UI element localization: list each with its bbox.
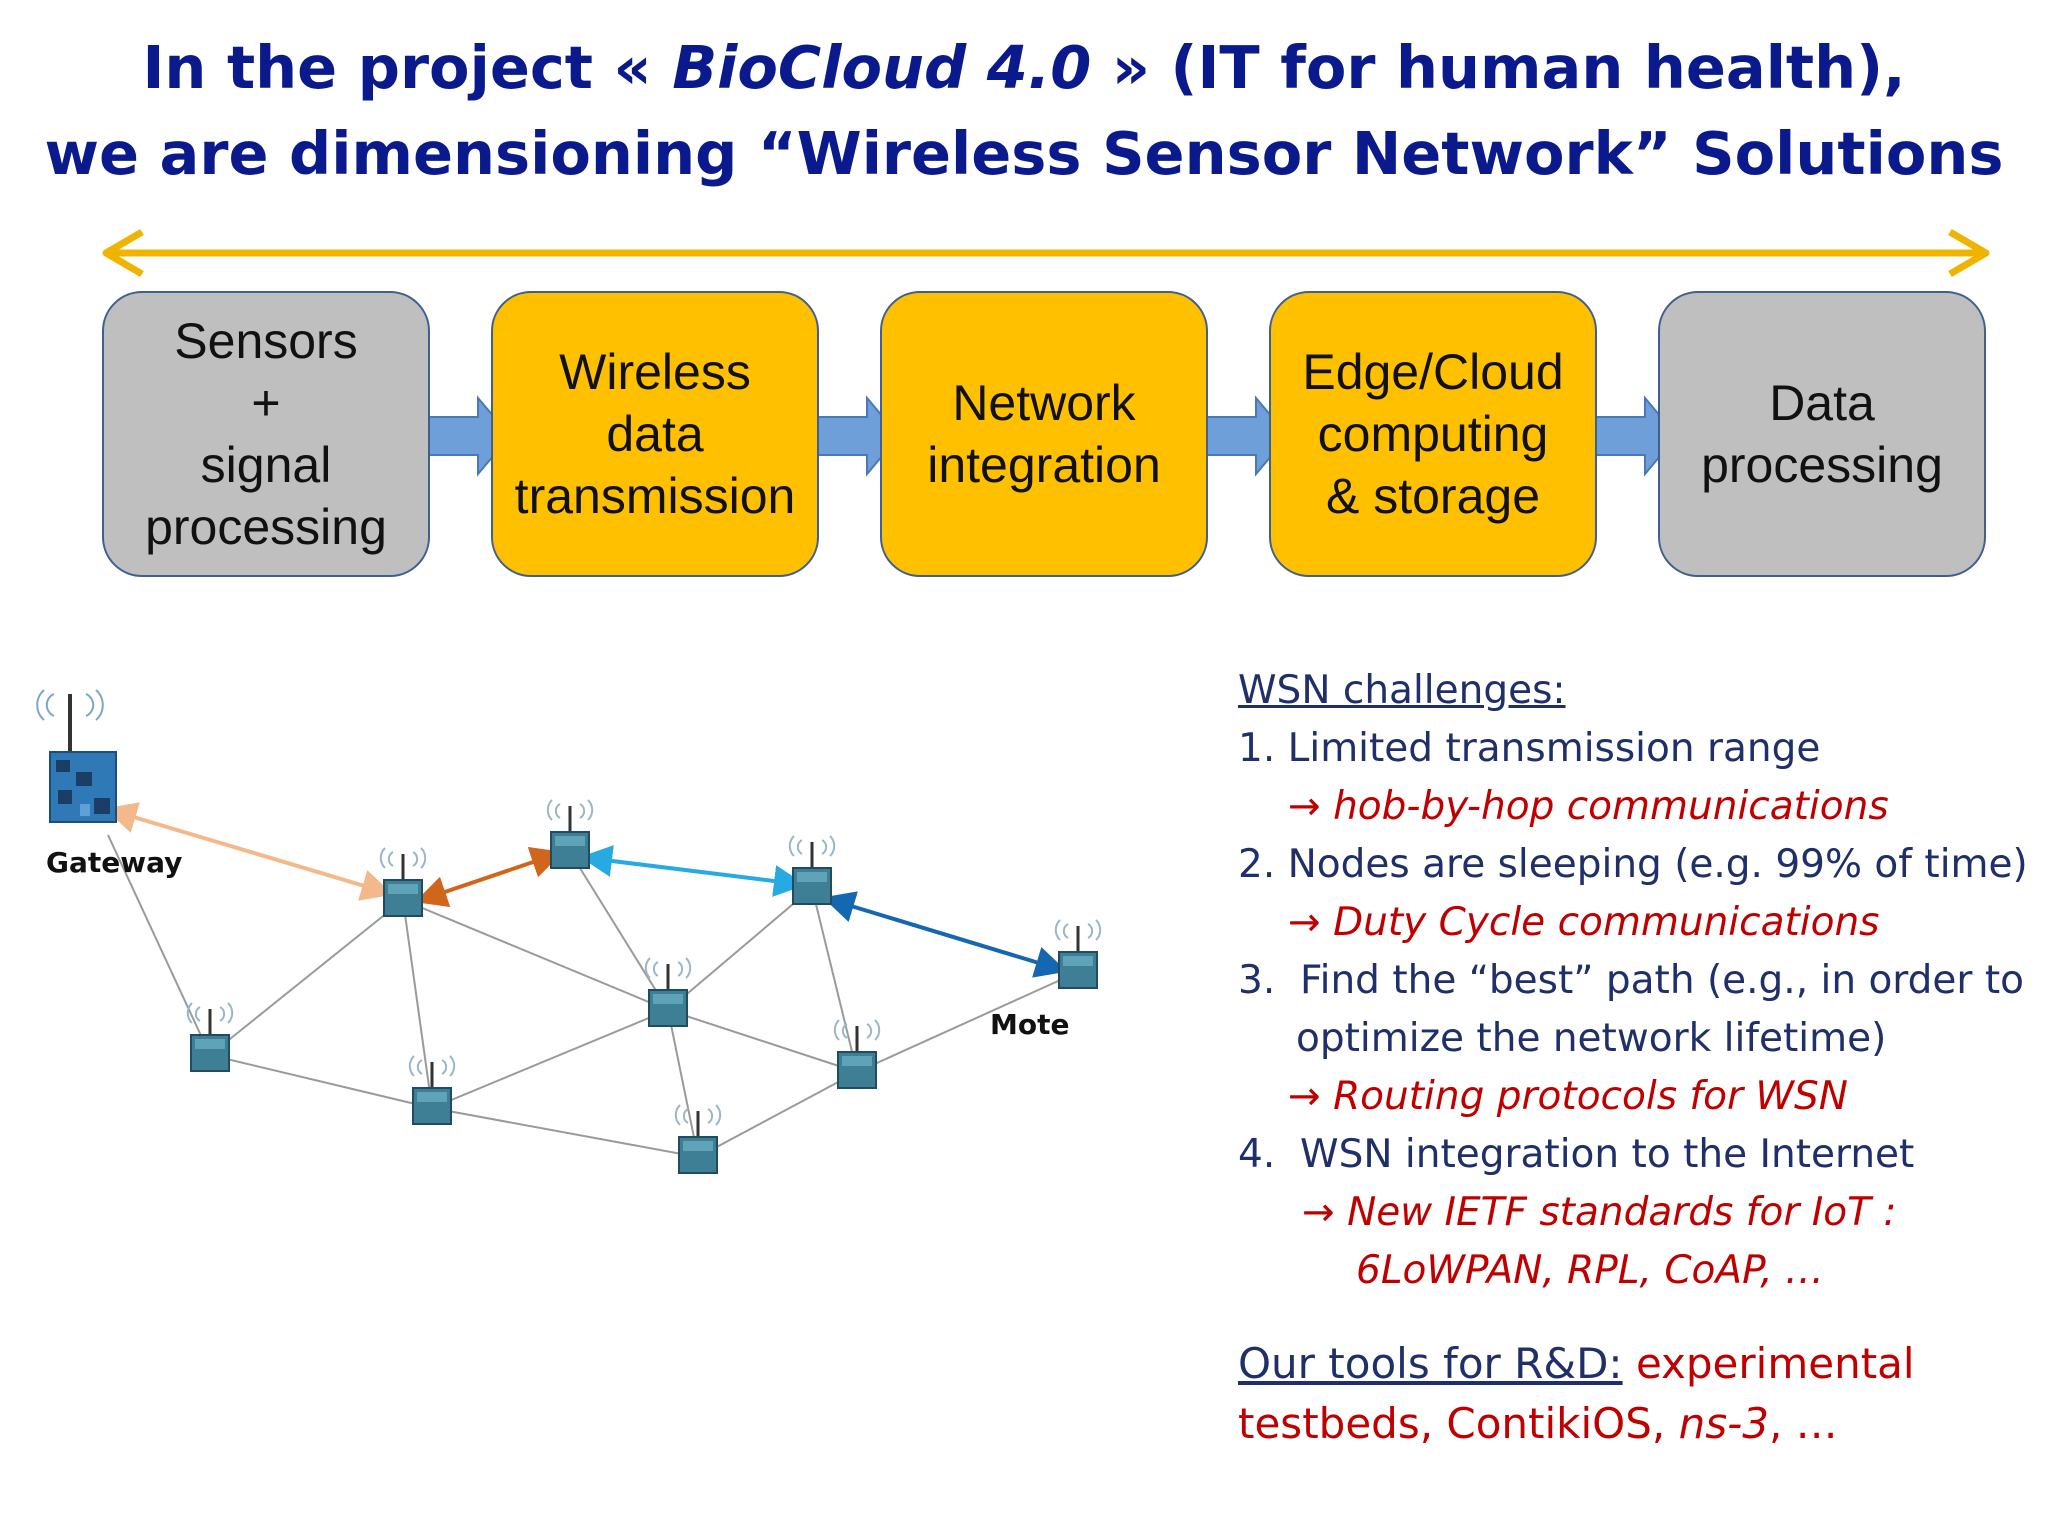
challenge-number: 4. [1238,1132,1276,1177]
title-text-post: » (IT for human health), [1091,33,1906,102]
stage-line: + [251,375,281,431]
link-dark-blue [822,891,1068,978]
sensor-node-icon [788,835,836,905]
stage-line: Wireless [559,344,751,400]
sensor-nodes [186,799,1102,1174]
right-arrow-icon: → [1302,1190,1348,1235]
slide-title-line-2: we are dimensioning “Wireless Sensor Net… [44,119,2004,188]
challenge-3-cont: optimize the network lifetime) [1296,1016,1887,1061]
challenge-text: Limited transmission range [1287,726,1821,771]
stage-network-integration: Network integration [880,291,1208,577]
gateway-icon [36,689,117,823]
slide-title-line-1: In the project « BioCloud 4.0 » (IT for … [0,28,2048,108]
sensor-node-icon [833,1019,881,1089]
sensor-node-icon [379,847,427,917]
stage-wireless-transmission: Wireless data transmission [491,291,819,577]
note-text: Routing protocols for WSN [1333,1074,1848,1119]
challenge-text: Find the “best” path (e.g., in order to [1300,958,2024,1003]
stage-line: computing [1317,406,1549,462]
challenge-number: 2. [1238,842,1276,887]
right-arrow-icon: → [1288,784,1334,829]
stage-line: data [606,406,704,462]
link-gateway-node [104,802,394,901]
stage-data-processing: Data processing [1658,291,1986,577]
tools-text: testbeds, ContikiOS, [1238,1399,1679,1448]
challenge-2-note: → Duty Cycle communications [1238,894,2038,952]
tools-ns3: ns-3 [1678,1399,1769,1448]
stage-line: Edge/Cloud [1302,344,1564,400]
link-light-blue [580,845,806,897]
tools-text: , … [1768,1399,1838,1448]
challenge-1: 1. Limited transmission range [1238,720,2038,778]
tools-line-1: Our tools for R&D: experimental [1238,1334,2038,1394]
mote-label: Mote [990,1008,1069,1041]
note-text: Duty Cycle communications [1333,900,1880,945]
stage-line: processing [145,499,387,555]
sensor-node-icon [674,1104,722,1174]
link-orange [414,846,564,908]
challenge-4: 4. WSN integration to the Internet [1238,1126,2038,1184]
tools-section: Our tools for R&D: experimental testbeds… [1238,1334,2038,1454]
tools-line-2: testbeds, ContikiOS, ns-3, … [1238,1394,2038,1454]
stage-line: Network [952,375,1136,431]
challenge-text: WSN integration to the Internet [1300,1132,1915,1177]
sensor-node-icon [186,1002,234,1072]
stage-line: signal [200,437,332,493]
challenge-4-note: → New IETF standards for IoT : [1238,1184,2038,1242]
wsn-challenges-panel: WSN challenges: 1. Limited transmission … [1238,662,2038,1300]
sensor-node-icon [644,957,692,1027]
right-arrow-icon: → [1288,1074,1334,1119]
sensor-node-icon [408,1055,456,1125]
stage-sensors: Sensors + signal processing [102,291,430,577]
challenge-1-note: → hob-by-hop communications [1238,778,2038,836]
gateway-label: Gateway [46,846,182,879]
challenge-3: 3. Find the “best” path (e.g., in order … [1238,952,2038,1010]
stage-edge-cloud: Edge/Cloud computing & storage [1269,291,1597,577]
sensor-network-diagram: Gateway Mote [36,689,1102,1174]
challenges-heading: WSN challenges: [1238,668,1566,713]
stage-line: Data [1769,375,1875,431]
stage-line: transmission [514,468,796,524]
title-project-name: BioCloud 4.0 [672,33,1092,102]
challenge-4-note-cont: 6LoWPAN, RPL, CoAP, … [1356,1248,1825,1293]
note-text: hob-by-hop communications [1333,784,1889,829]
sensor-node-icon [1054,919,1102,989]
challenge-3-note: → Routing protocols for WSN [1238,1068,2038,1126]
mesh-links [107,834,1079,1158]
stage-line: integration [927,437,1161,493]
challenge-2: 2. Nodes are sleeping (e.g. 99% of time) [1238,836,2038,894]
stage-line: Sensors [174,313,358,369]
stage-line: processing [1701,437,1943,493]
challenge-number: 1. [1238,726,1276,771]
right-arrow-icon: → [1288,900,1334,945]
note-text: New IETF standards for IoT : [1347,1190,1897,1235]
challenge-text: Nodes are sleeping (e.g. 99% of time) [1287,842,2028,887]
sensor-node-icon [546,799,594,869]
stage-line: & storage [1325,468,1540,524]
title-text-pre: In the project « [142,33,673,102]
tools-text: experimental [1622,1339,1915,1388]
challenge-number: 3. [1238,958,1276,1003]
double-headed-arrow [102,228,1990,278]
tools-label: Our tools for R&D: [1238,1339,1623,1388]
